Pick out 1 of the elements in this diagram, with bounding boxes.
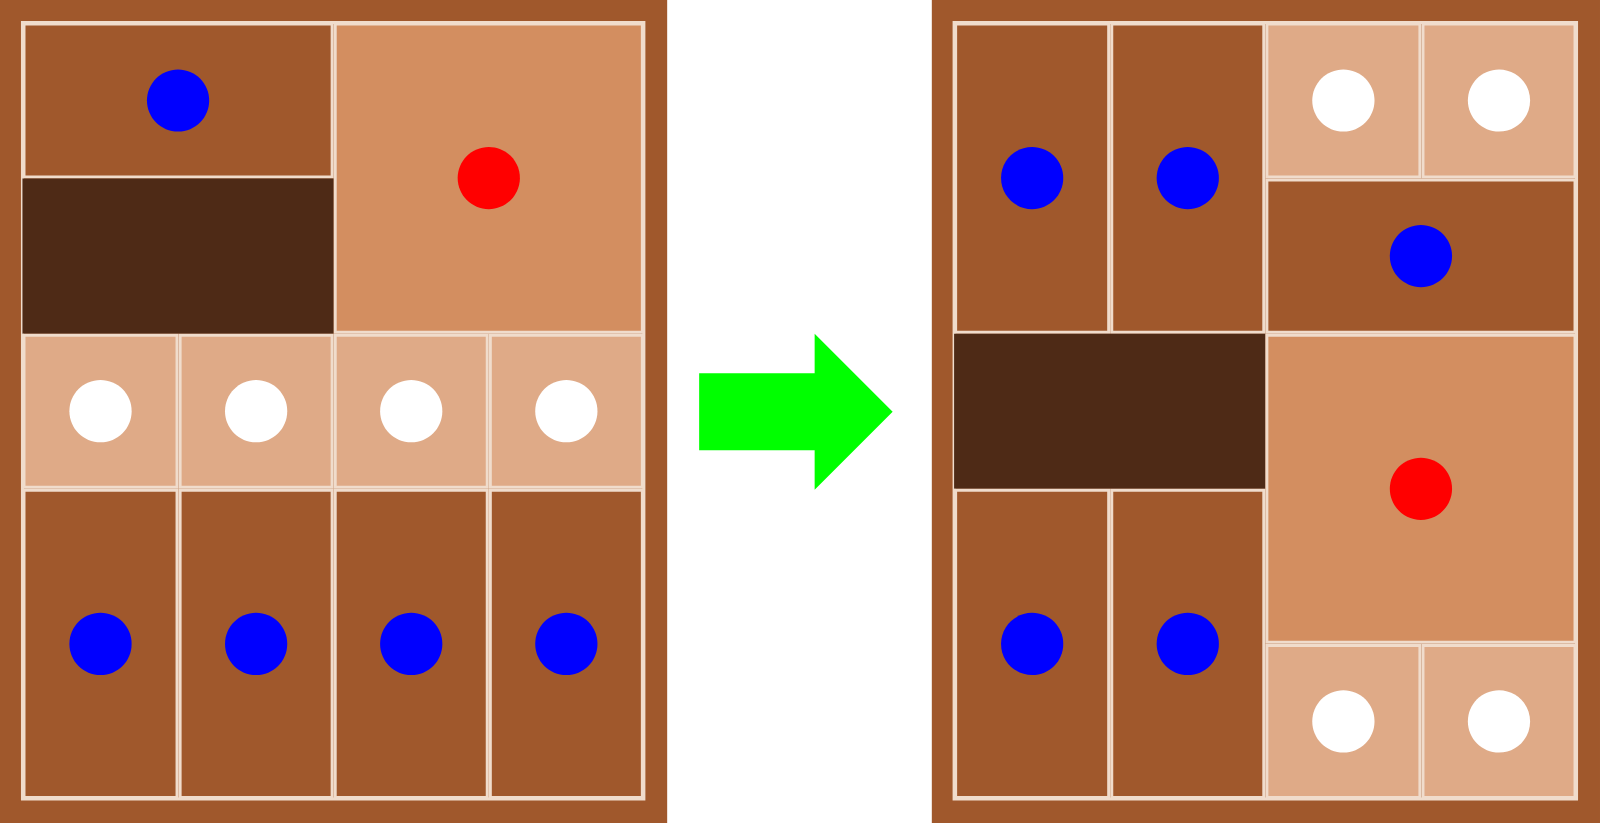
arrow [699,333,893,490]
